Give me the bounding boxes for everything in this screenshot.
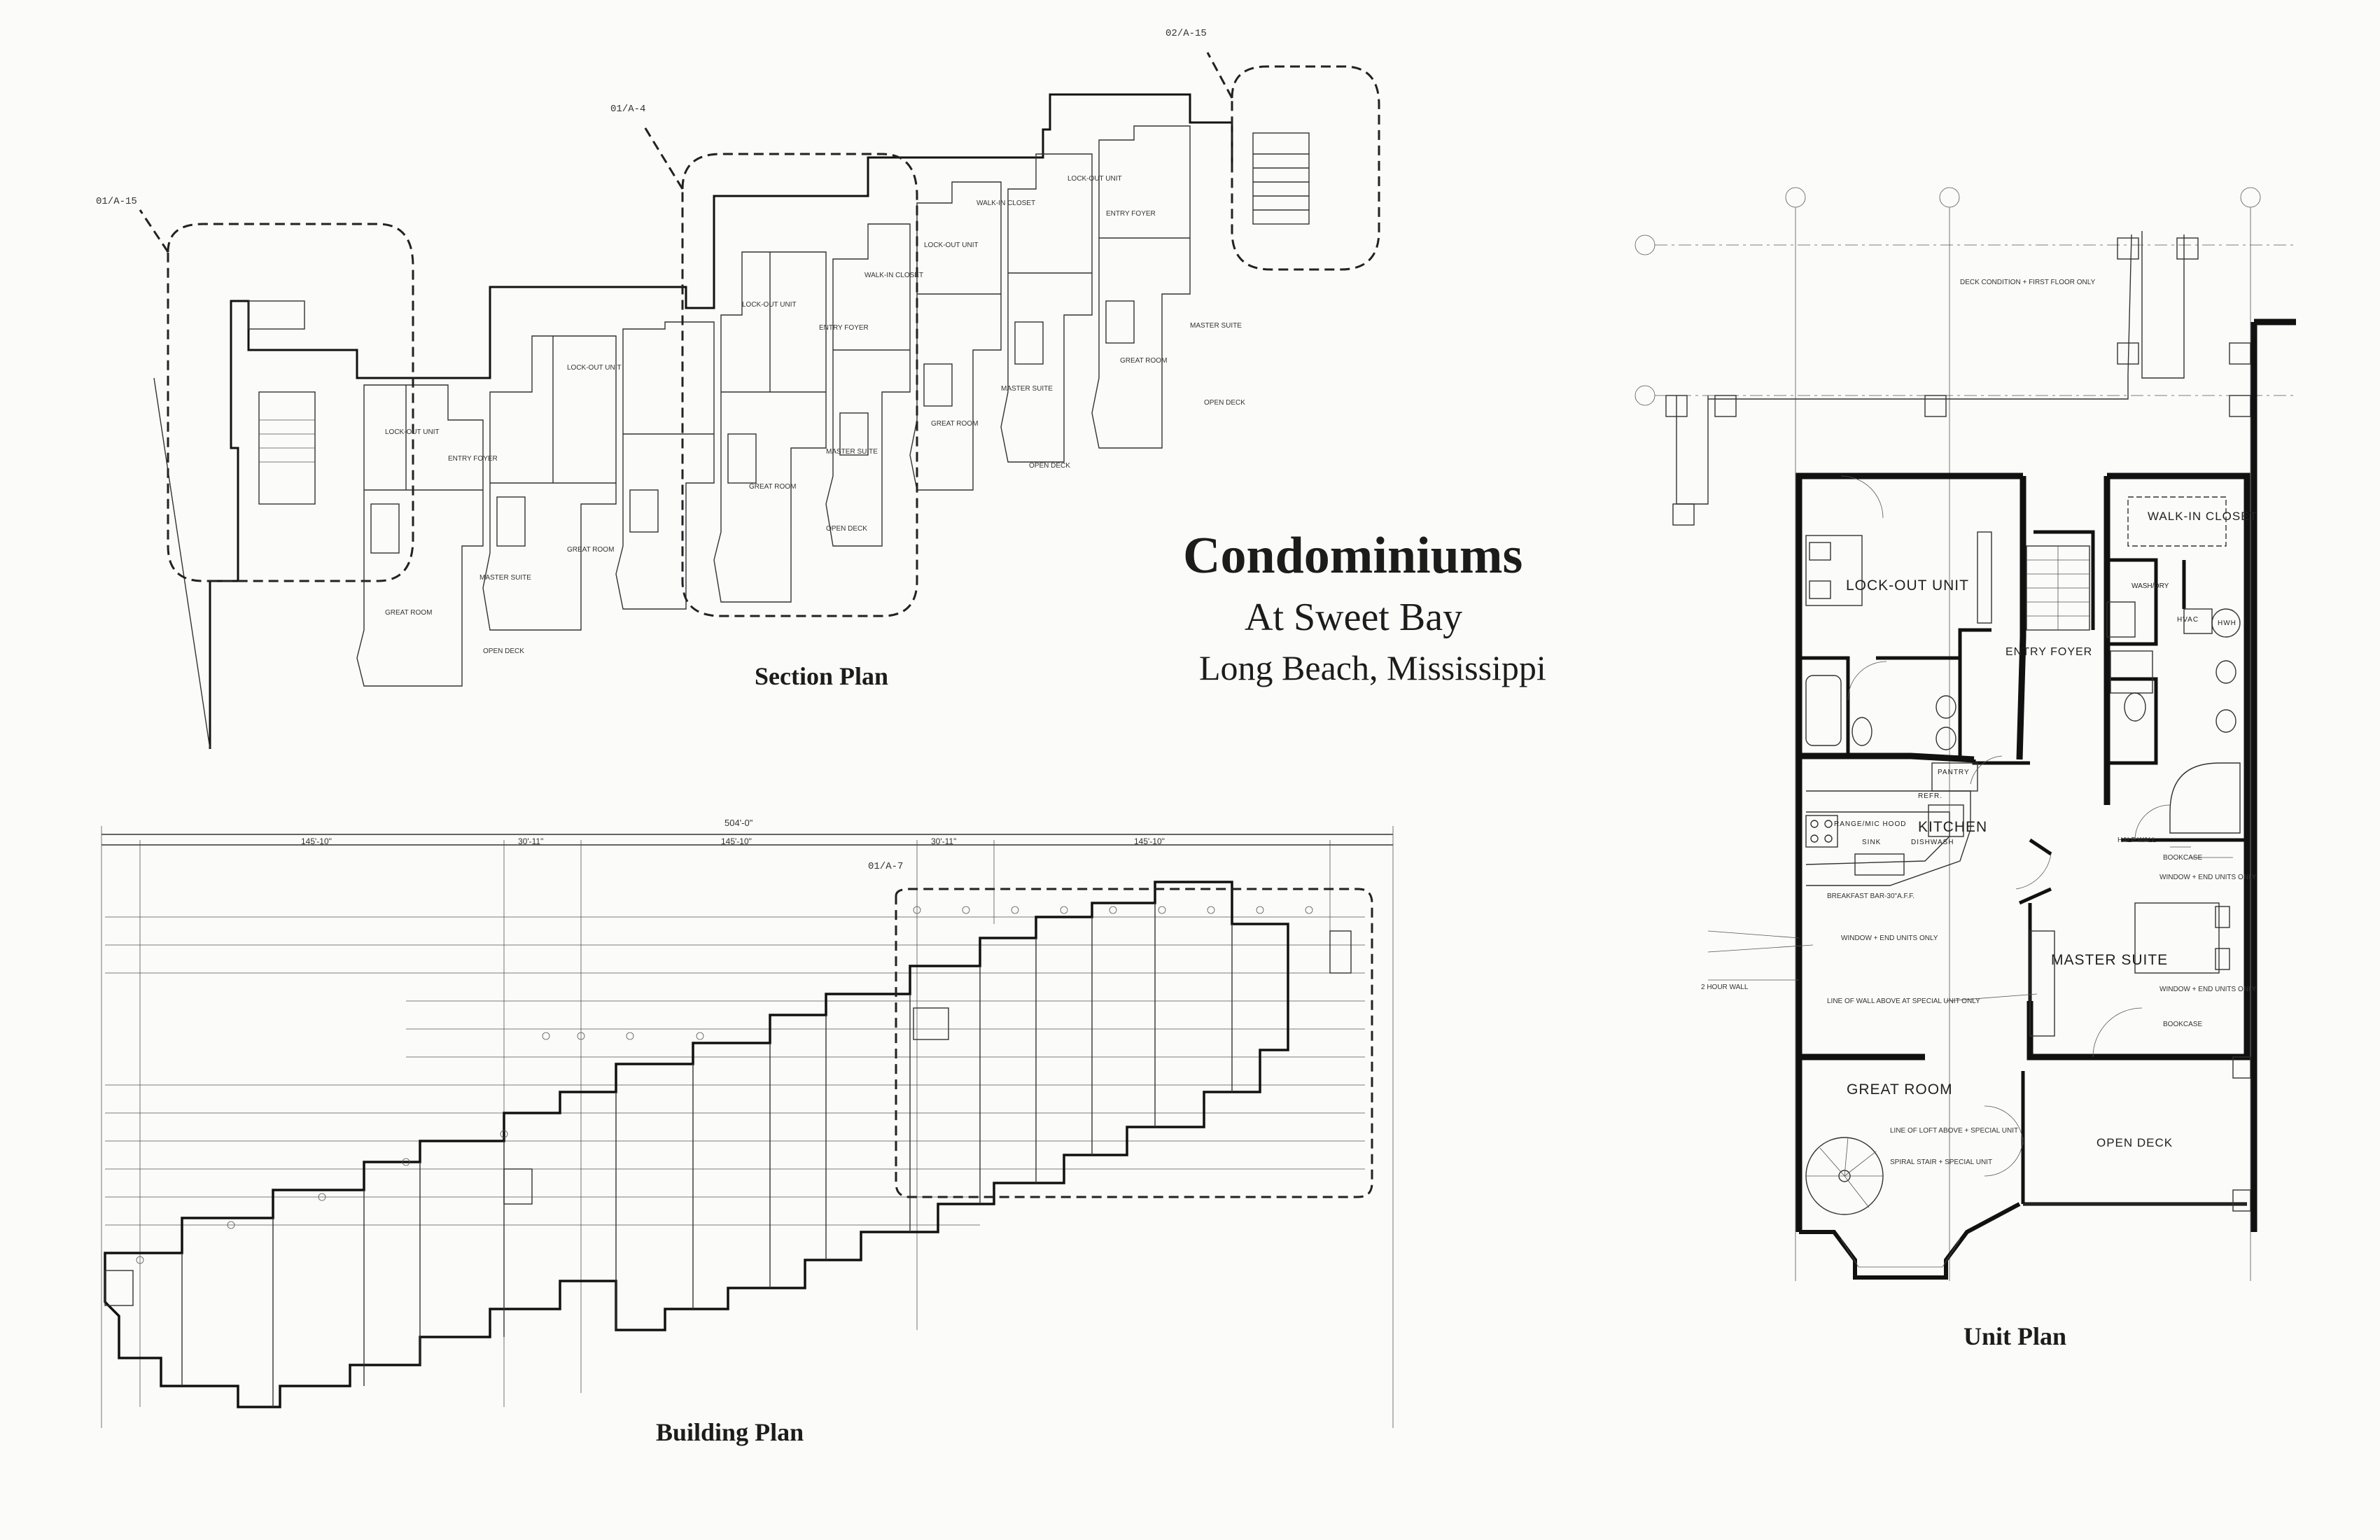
section-room-great-5: GREAT ROOM [1120,357,1168,365]
unit-entry-foyer: ENTRY FOYER [2005,646,2093,658]
callout-02-a15: 02/A-15 [1166,28,1207,39]
section-room-deck-4: OPEN DECK [1204,399,1245,407]
unit-walk-in-closet: WALK-IN CLOSET [2148,510,2258,523]
unit-great-room: GREAT ROOM [1847,1082,1953,1098]
dim-2: 30'-11" [518,836,544,846]
note-bookcase-1: BOOKCASE [2163,854,2203,862]
section-room-great-2: GREAT ROOM [567,546,615,554]
note-spiral-stair: SPIRAL STAIR + SPECIAL UNIT [1890,1158,1993,1166]
section-room-master-4: MASTER SUITE [1190,322,1242,330]
section-room-lockout: LOCK-OUT UNIT [385,428,440,436]
project-title: Condominiums [1183,527,1523,584]
section-room-great-4: GREAT ROOM [931,420,979,428]
dim-5: 145'-10" [1134,836,1165,846]
section-room-deck: OPEN DECK [483,648,524,655]
section-room-great-3: GREAT ROOM [749,483,797,491]
project-subtitle: At Sweet Bay [1245,596,1463,639]
section-room-lockout-2: LOCK-OUT UNIT [567,364,622,372]
unit-pantry: PANTRY [1938,769,1970,776]
section-room-foyer-2: ENTRY FOYER [819,324,869,332]
section-room-foyer: ENTRY FOYER [448,455,498,463]
section-room-master-2: MASTER SUITE [826,448,878,456]
section-plan-drawing [139,52,1380,750]
section-room-master-3: MASTER SUITE [1001,385,1053,393]
section-room-lockout-4: LOCK-OUT UNIT [924,241,979,249]
unit-dishwash: DISHWASH [1911,839,1954,846]
building-plan-drawing [101,826,1394,1428]
note-hour-wall: 2 HOUR WALL [1701,983,1749,991]
note-half-wall: HALF WALL [2118,836,2157,844]
unit-plan-label: Unit Plan [1963,1322,2067,1350]
section-room-great: GREAT ROOM [385,609,433,617]
callout-01-a4: 01/A-4 [610,104,646,115]
unit-lock-out: LOCK-OUT UNIT [1846,578,1969,594]
callout-01-a7: 01/A-7 [868,861,904,872]
unit-wash-dry: WASH/DRY [2132,582,2169,590]
note-line-of-loft: LINE OF LOFT ABOVE + SPECIAL UNIT [1890,1127,2019,1135]
unit-hvac: HVAC [2177,616,2199,624]
note-line-of-wall: LINE OF WALL ABOVE AT SPECIAL UNIT ONLY [1827,997,1980,1005]
section-room-closet-2: WALK-IN CLOSET [976,200,1036,207]
dim-4: 30'-11" [931,836,957,846]
unit-kitchen: KITCHEN [1918,819,1988,835]
callout-01-a15: 01/A-15 [96,196,137,207]
unit-plan-drawing [1634,187,2296,1281]
dim-overall: 504'-0" [724,818,753,828]
note-deck-condition: DECK CONDITION + FIRST FLOOR ONLY [1960,279,2096,286]
note-window-end-1: WINDOW + END UNITS ONLY [1841,934,1938,942]
section-plan-label: Section Plan [755,662,889,690]
note-bookcase-2: BOOKCASE [2163,1021,2203,1028]
dim-1: 145'-10" [301,836,332,846]
building-plan-label: Building Plan [656,1418,804,1446]
section-room-deck-3: OPEN DECK [1029,462,1070,470]
unit-master-suite: MASTER SUITE [2051,952,2169,968]
note-breakfast-bar: BREAKFAST BAR-30"A.F.F. [1827,892,1915,900]
section-room-deck-2: OPEN DECK [826,525,867,533]
section-room-closet: WALK-IN CLOSET [864,272,924,279]
section-room-foyer-3: ENTRY FOYER [1106,210,1156,218]
section-room-lockout-5: LOCK-OUT UNIT [1068,175,1122,183]
section-room-lockout-3: LOCK-OUT UNIT [742,301,797,309]
unit-open-deck: OPEN DECK [2096,1136,2174,1149]
unit-refr: REFR. [1918,792,1942,800]
dim-3: 145'-10" [721,836,752,846]
unit-sink: SINK [1862,839,1882,846]
note-window-end-3: WINDOW + END UNITS ONLY [2160,986,2257,993]
unit-range: RANGE/MIC HOOD [1834,820,1907,828]
unit-hwh: HWH [2218,620,2236,627]
section-room-master: MASTER SUITE [479,574,531,582]
project-location: Long Beach, Mississippi [1199,648,1546,687]
note-window-end-2: WINDOW + END UNITS ONLY [2160,874,2257,881]
